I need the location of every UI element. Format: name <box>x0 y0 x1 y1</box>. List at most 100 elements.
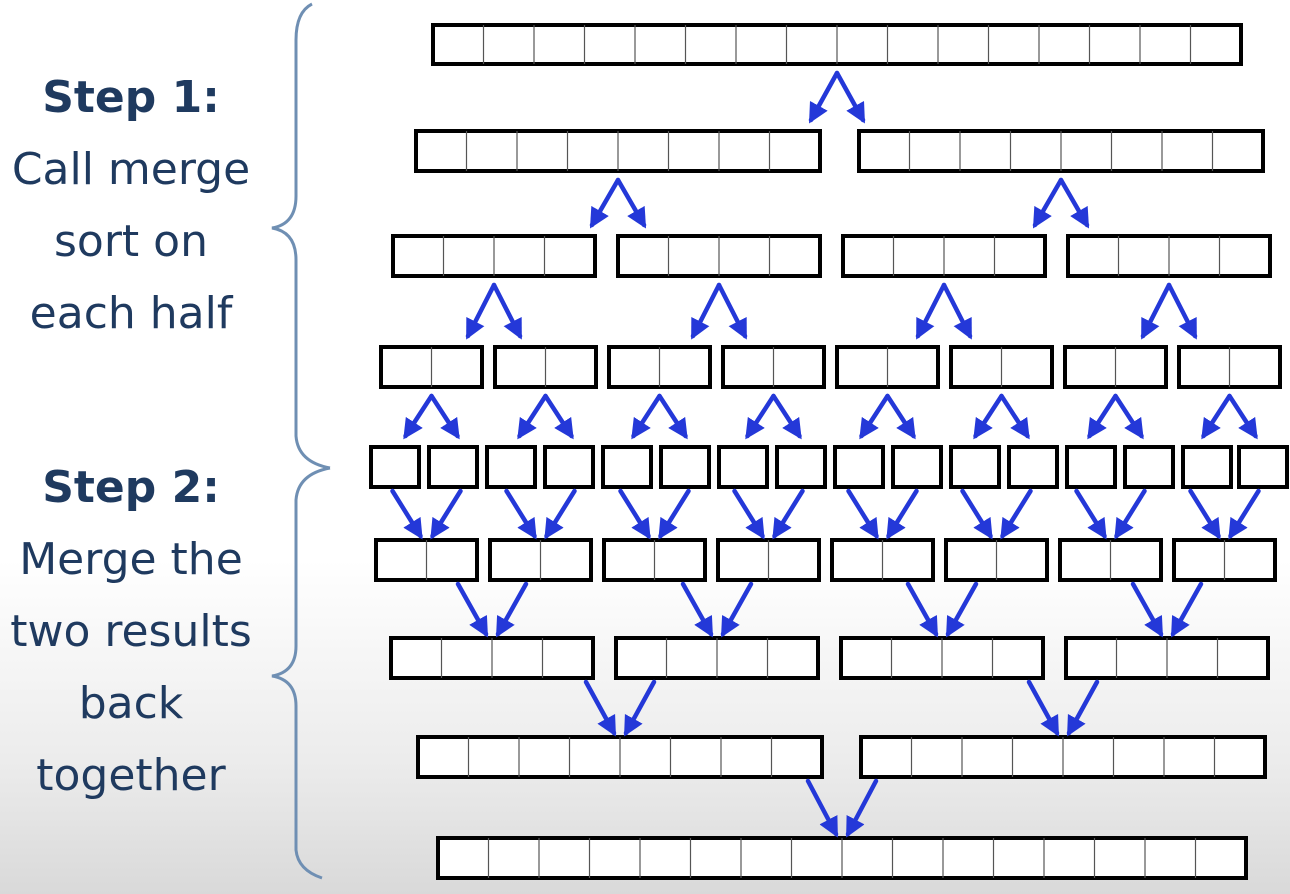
array-box <box>775 445 827 489</box>
arrow <box>1087 393 1118 440</box>
arrow <box>1130 581 1164 638</box>
step2-line-3: back <box>78 678 184 729</box>
arrow <box>1140 282 1172 340</box>
arrow <box>615 177 647 229</box>
arrow <box>771 393 802 440</box>
arrow <box>1000 488 1033 540</box>
array-box <box>1123 445 1175 489</box>
array-box <box>716 538 821 582</box>
brace-step2 <box>271 466 331 880</box>
arrow <box>960 488 993 540</box>
arrow <box>623 679 657 737</box>
array-box <box>436 836 1248 880</box>
arrow <box>403 393 434 440</box>
array-box <box>857 129 1265 173</box>
array-box <box>543 445 595 489</box>
array-box <box>949 345 1054 389</box>
arrow <box>885 393 916 440</box>
array-box <box>1066 234 1272 278</box>
arrow <box>430 488 463 540</box>
array-box <box>379 345 484 389</box>
step2-line-2: two results <box>10 606 252 657</box>
array-box <box>830 538 935 582</box>
arrow <box>905 581 939 638</box>
array-box <box>659 445 711 489</box>
array-box <box>601 445 653 489</box>
arrow <box>732 488 765 540</box>
array-box <box>1237 445 1289 489</box>
array-box <box>389 636 595 680</box>
arrow <box>945 581 979 638</box>
arrow <box>1058 177 1090 229</box>
arrow <box>690 282 722 340</box>
arrow <box>543 393 574 440</box>
arrow <box>491 282 523 340</box>
arrow <box>915 282 947 340</box>
arrow <box>1066 679 1100 737</box>
array-box <box>614 636 820 680</box>
array-box <box>416 735 824 779</box>
arrow <box>1113 393 1144 440</box>
array-box <box>1058 538 1163 582</box>
array-box <box>369 445 421 489</box>
arrow <box>720 581 754 638</box>
brace-step1 <box>271 2 331 470</box>
arrow <box>1074 488 1107 540</box>
arrow <box>859 393 890 440</box>
arrow <box>455 581 489 638</box>
array-box <box>1064 636 1270 680</box>
array-box <box>427 445 479 489</box>
array-box <box>602 538 707 582</box>
array-box <box>488 538 593 582</box>
step1-heading: Step 1: <box>42 72 220 123</box>
array-box <box>717 445 769 489</box>
array-box <box>1181 445 1233 489</box>
arrow <box>716 282 748 340</box>
array-box <box>944 538 1049 582</box>
array-box <box>1177 345 1282 389</box>
array-box <box>891 445 943 489</box>
arrow <box>941 282 973 340</box>
arrow <box>845 778 879 838</box>
array-box <box>949 445 1001 489</box>
array-box <box>374 538 479 582</box>
array-box <box>391 234 597 278</box>
step1-line-3: each half <box>29 288 233 339</box>
arrow <box>589 177 621 229</box>
arrow <box>772 488 805 540</box>
array-box <box>431 23 1243 66</box>
step2-line-1: Merge the <box>19 534 243 585</box>
arrow <box>517 393 548 440</box>
arrow <box>1166 282 1198 340</box>
arrow <box>495 581 529 638</box>
arrow <box>805 778 839 838</box>
arrow <box>544 488 577 540</box>
step1-line-1: Call merge <box>11 144 251 195</box>
array-box <box>607 345 712 389</box>
arrow <box>583 679 617 737</box>
arrow <box>465 282 497 340</box>
array-box <box>1063 345 1168 389</box>
array-box <box>1007 445 1059 489</box>
array-box <box>835 345 940 389</box>
arrow <box>973 393 1004 440</box>
arrow <box>886 488 919 540</box>
arrow <box>631 393 662 440</box>
array-box <box>839 636 1045 680</box>
arrow <box>999 393 1030 440</box>
array-box <box>616 234 822 278</box>
step2-line-4: together <box>36 750 226 801</box>
array-box <box>721 345 826 389</box>
arrow <box>680 581 714 638</box>
arrow <box>504 488 537 540</box>
array-box <box>493 345 598 389</box>
step2-heading: Step 2: <box>42 462 220 513</box>
arrows <box>390 70 1261 838</box>
arrow <box>745 393 776 440</box>
step2-label: Step 2: Merge the two results back toget… <box>0 452 262 812</box>
arrow <box>618 488 651 540</box>
arrow <box>834 70 866 124</box>
arrow <box>657 393 688 440</box>
array-box <box>1172 538 1277 582</box>
arrow <box>846 488 879 540</box>
